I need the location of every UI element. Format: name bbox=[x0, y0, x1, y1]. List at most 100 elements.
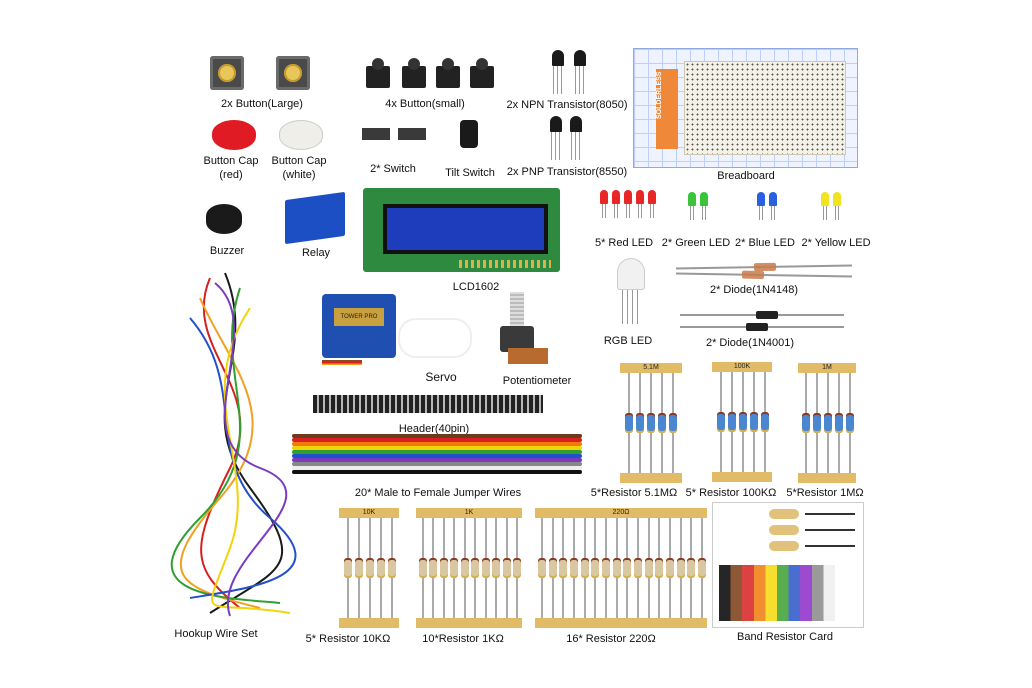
pnp-transistor-2 bbox=[570, 116, 582, 160]
tape-100k-bottom bbox=[712, 472, 772, 482]
label-relay: Relay bbox=[301, 247, 331, 259]
label-res-220: 16* Resistor 220Ω bbox=[566, 633, 656, 645]
label-rgb-led: RGB LED bbox=[603, 335, 653, 347]
servo-brand: TOWER PRO bbox=[334, 308, 384, 326]
label-red-led: 5* Red LED bbox=[594, 237, 654, 249]
resistor bbox=[698, 518, 706, 618]
label-res-1m: 5*Resistor 1MΩ bbox=[786, 487, 864, 499]
resistor bbox=[559, 518, 568, 618]
small-button-3 bbox=[436, 58, 460, 88]
label-band-card: Band Resistor Card bbox=[737, 631, 833, 643]
rgb-led-legs bbox=[622, 290, 640, 324]
white-button-cap bbox=[279, 120, 323, 150]
pnp-transistor-1 bbox=[550, 116, 562, 160]
tape-5-1m-bottom bbox=[620, 473, 682, 483]
jumper-wire bbox=[292, 438, 582, 442]
servo: TOWER PRO bbox=[322, 294, 396, 358]
jumper-wire bbox=[292, 466, 582, 470]
tape-10k-bottom bbox=[339, 618, 399, 628]
resistor bbox=[548, 518, 557, 618]
label-cap-white-2: (white) bbox=[282, 169, 316, 181]
tape-5-1m: 5.1M bbox=[620, 363, 682, 373]
diode-1n4001-1 bbox=[680, 311, 844, 319]
resistor bbox=[580, 518, 589, 618]
relay bbox=[285, 191, 345, 245]
tape-100k: 100K bbox=[712, 362, 772, 372]
resistor bbox=[655, 518, 664, 618]
red-led-1 bbox=[600, 190, 608, 218]
label-jumper: 20* Male to Female Jumper Wires bbox=[354, 487, 522, 499]
resistor bbox=[676, 518, 685, 618]
breadboard-package-strip bbox=[656, 69, 678, 149]
card-resistor-3 bbox=[769, 541, 799, 551]
label-lcd: LCD1602 bbox=[452, 281, 500, 293]
tilt-switch bbox=[460, 120, 478, 148]
small-button-4 bbox=[470, 58, 494, 88]
diode-1n4001-2 bbox=[680, 323, 844, 331]
jumper-wires bbox=[292, 428, 582, 482]
jumper-wire bbox=[292, 454, 582, 458]
hookup-wires bbox=[170, 272, 297, 617]
label-hookup: Hookup Wire Set bbox=[174, 628, 258, 640]
blue-led-2 bbox=[769, 192, 777, 220]
label-breadboard: Breadboard bbox=[717, 170, 775, 182]
label-switch: 2* Switch bbox=[370, 163, 416, 175]
potentiometer-shaft bbox=[510, 292, 524, 328]
potentiometer-base bbox=[508, 348, 548, 364]
resistor bbox=[687, 518, 696, 618]
label-res-100k: 5* Resistor 100KΩ bbox=[685, 487, 777, 499]
potentiometer-body bbox=[500, 326, 534, 352]
green-led-2 bbox=[700, 192, 708, 220]
label-blue-led: 2* Blue LED bbox=[735, 237, 795, 249]
breadboard-image: SOLDERLESS bbox=[633, 48, 858, 168]
diode-1n4148-1 bbox=[675, 262, 853, 272]
large-button-2 bbox=[276, 56, 310, 90]
red-led-3 bbox=[624, 190, 632, 218]
resistor bbox=[460, 518, 469, 618]
label-diode-4001: 2* Diode(1N4001) bbox=[705, 337, 795, 349]
card-resistor-1 bbox=[769, 509, 799, 519]
servo-cable bbox=[322, 360, 362, 365]
red-led-2 bbox=[612, 190, 620, 218]
tape-220: 220Ω bbox=[535, 508, 707, 518]
label-cap-red-2: (red) bbox=[219, 169, 243, 181]
label-servo: Servo bbox=[425, 370, 457, 384]
resistors-100k: 100K bbox=[712, 362, 772, 482]
breadboard-brand: SOLDERLESS bbox=[656, 71, 663, 119]
lcd-screen bbox=[383, 204, 548, 254]
jumper-wire bbox=[292, 434, 582, 438]
large-button-1 bbox=[210, 56, 244, 90]
header-pins bbox=[313, 395, 543, 413]
label-npn: 2x NPN Transistor(8050) bbox=[506, 99, 628, 111]
label-potentiometer: Potentiometer bbox=[502, 375, 572, 387]
resistor bbox=[450, 518, 459, 618]
resistor bbox=[439, 518, 448, 618]
label-cap-red-1: Button Cap bbox=[203, 155, 259, 167]
tape-10k: 10K bbox=[339, 508, 399, 518]
green-led-1 bbox=[688, 192, 696, 220]
npn-transistor-2 bbox=[574, 50, 586, 94]
label-cap-white-1: Button Cap bbox=[271, 155, 327, 167]
resistor bbox=[419, 518, 427, 618]
diode-1n4148-2 bbox=[675, 270, 853, 279]
rgb-led bbox=[617, 258, 645, 290]
resistor bbox=[570, 518, 578, 618]
label-yellow-led: 2* Yellow LED bbox=[801, 237, 871, 249]
slide-switch-1 bbox=[362, 128, 390, 140]
label-header: Header(40pin) bbox=[398, 423, 470, 435]
resistor bbox=[429, 518, 438, 618]
resistor bbox=[492, 518, 501, 618]
jumper-wire bbox=[292, 462, 582, 466]
label-button-small: 4x Button(small) bbox=[385, 98, 465, 110]
resistor bbox=[644, 518, 653, 618]
slide-switch-2 bbox=[398, 128, 426, 140]
lcd-module bbox=[363, 188, 560, 272]
tape-1m-bottom bbox=[798, 473, 856, 483]
label-buzzer: Buzzer bbox=[209, 245, 245, 257]
tape-1m: 1M bbox=[798, 363, 856, 373]
npn-transistor-1 bbox=[552, 50, 564, 94]
resistor bbox=[602, 518, 610, 618]
jumper-wire bbox=[292, 470, 582, 474]
small-button-2 bbox=[402, 58, 426, 88]
